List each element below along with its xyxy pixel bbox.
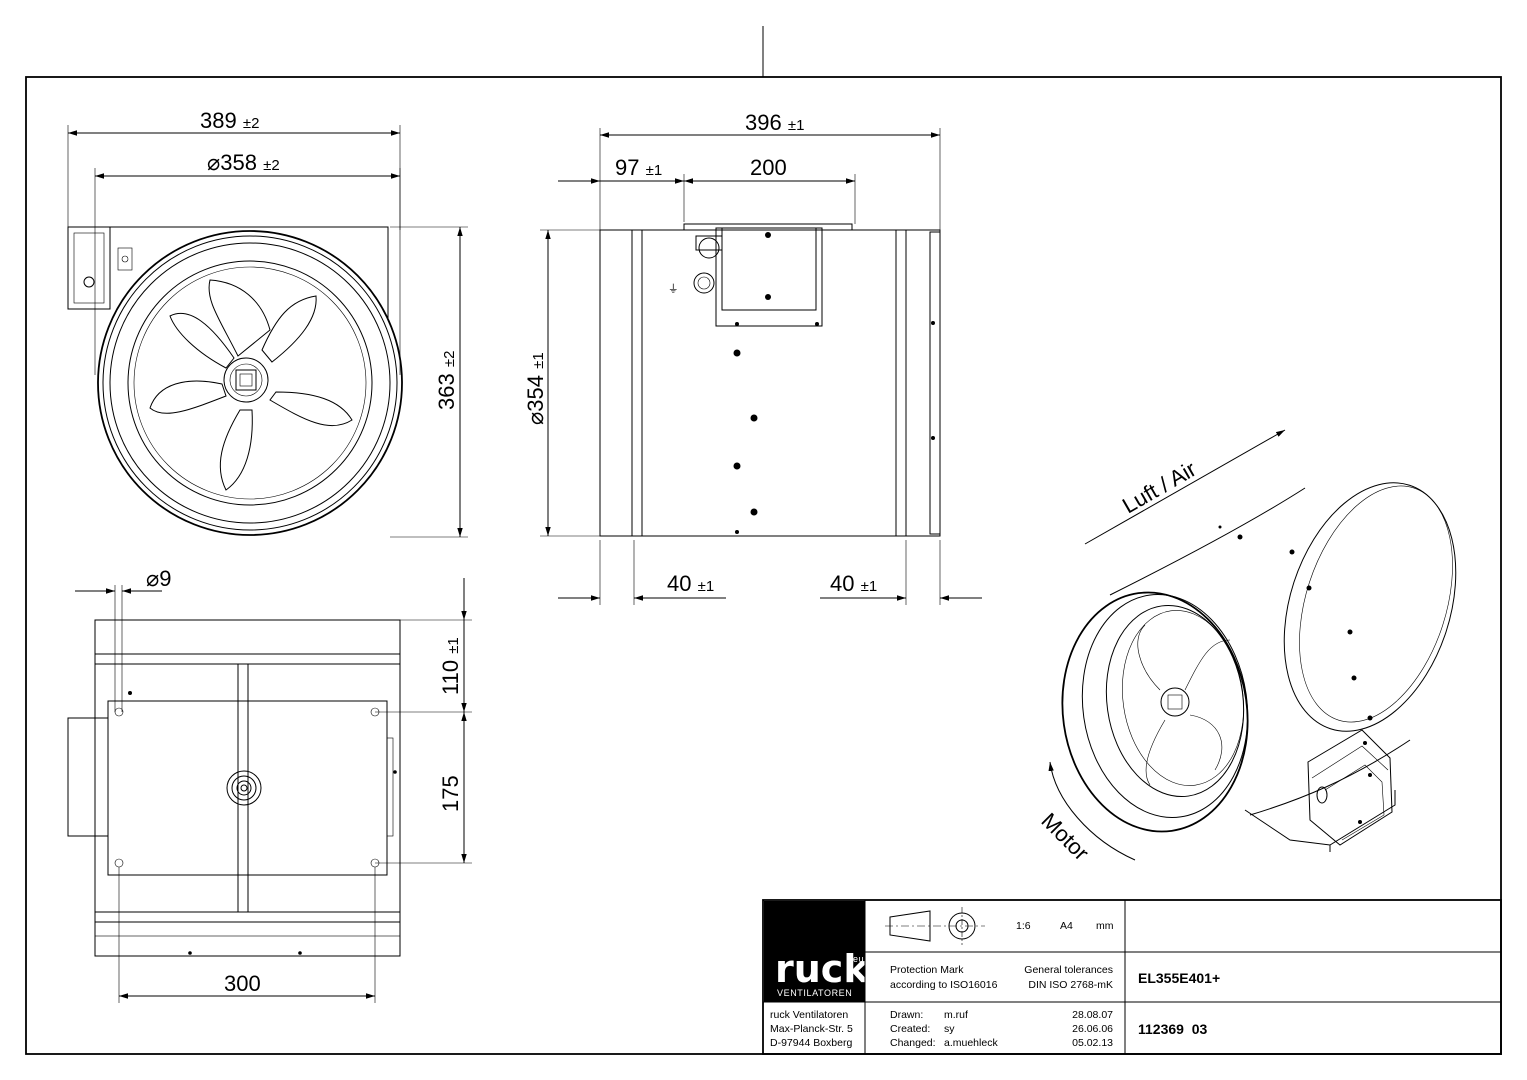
svg-text:eu: eu: [853, 954, 864, 964]
airflow-label: Luft / Air: [1118, 456, 1200, 518]
svg-text:05.02.13: 05.02.13: [1072, 1037, 1113, 1049]
svg-text:26.06.06: 26.06.06: [1072, 1023, 1113, 1035]
svg-text:Created:: Created:: [890, 1023, 930, 1035]
rear-ring: [1283, 482, 1457, 732]
drawing-number: 112369 03: [1138, 1021, 1208, 1037]
svg-text:Changed:: Changed:: [890, 1037, 936, 1049]
svg-text:28.08.07: 28.08.07: [1072, 1009, 1113, 1021]
rotation-label: Motor: [1036, 808, 1093, 865]
dim-9: ⌀9: [146, 566, 172, 591]
dim-363: 363 ±2: [434, 351, 459, 410]
front-ring: [1061, 591, 1249, 833]
isometric-view: Luft / Air Motor: [1036, 429, 1457, 865]
airflow-arrow: [1084, 429, 1286, 545]
svg-text:DIN ISO 2768-mK: DIN ISO 2768-mK: [1028, 979, 1113, 991]
dim-40-left: 40 ±1: [667, 571, 714, 596]
svg-text:Max-Planck-Str. 5: Max-Planck-Str. 5: [770, 1023, 853, 1035]
iso-rivets: [1218, 525, 1373, 721]
paper-size: A4: [1060, 920, 1073, 932]
impeller-blades: [149, 279, 353, 491]
duct-outer-ring: [97, 230, 403, 536]
dim-40-right: 40 ±1: [830, 571, 877, 596]
dim-175: 175: [438, 775, 463, 812]
units: mm: [1096, 920, 1114, 932]
svg-text:General tolerances: General tolerances: [1024, 964, 1113, 976]
svg-text:according to ISO16016: according to ISO16016: [890, 979, 998, 991]
dim-110: 110 ±1: [438, 637, 463, 695]
iso-hub: [1160, 687, 1190, 717]
terminal-box-front: [67, 226, 111, 310]
title-block: ruck eu VENTILATOREN 1:6 A4 mm Protectio…: [762, 899, 1502, 1055]
svg-text:D-97944 Boxberg: D-97944 Boxberg: [770, 1037, 852, 1049]
motor-center: [226, 770, 262, 806]
svg-text:Drawn:: Drawn:: [890, 1009, 923, 1021]
terminal-box-side: [715, 227, 823, 327]
ruck-logo: [764, 901, 865, 1002]
bottom-view: ⌀9 110 ±1 175 300: [67, 566, 472, 1003]
impeller-ring: [127, 260, 373, 506]
side-view: ⏚ 396 ±1 97 ±1 200 ⌀354 ±1: [523, 110, 982, 605]
rotation-arrow: [1048, 761, 1136, 861]
svg-text:ruck Ventilatoren: ruck Ventilatoren: [770, 1009, 848, 1021]
dim-396: 396 ±1: [745, 110, 804, 135]
front-view: 389 ±2 ⌀358 ±2 363 ±2: [67, 108, 468, 538]
dim-354: ⌀354 ±1: [523, 352, 548, 425]
svg-text:VENTILATOREN: VENTILATOREN: [777, 988, 852, 998]
dim-358: ⌀358 ±2: [207, 150, 280, 175]
hub: [223, 357, 269, 403]
dim-300: 300: [224, 971, 261, 996]
cable-gland: [693, 272, 715, 294]
terminal-box-iso: [1307, 729, 1393, 846]
projection-symbol: [889, 910, 931, 942]
dim-389: 389 ±2: [200, 108, 259, 133]
svg-text:a.muehleck: a.muehleck: [944, 1037, 998, 1049]
duct-body-side: [599, 229, 941, 537]
svg-text:ruck: ruck: [775, 947, 869, 991]
svg-text:Protection Mark: Protection Mark: [890, 964, 964, 976]
svg-text:m.ruf: m.ruf: [944, 1009, 968, 1021]
dim-200: 200: [750, 155, 787, 180]
svg-text:sy: sy: [944, 1023, 955, 1035]
scale: 1:6: [1016, 920, 1031, 932]
model-number: EL355E401+: [1138, 970, 1220, 986]
ground-symbol: ⏚: [668, 283, 679, 295]
dim-97: 97 ±1: [615, 155, 662, 180]
side-rivets: [733, 321, 935, 534]
